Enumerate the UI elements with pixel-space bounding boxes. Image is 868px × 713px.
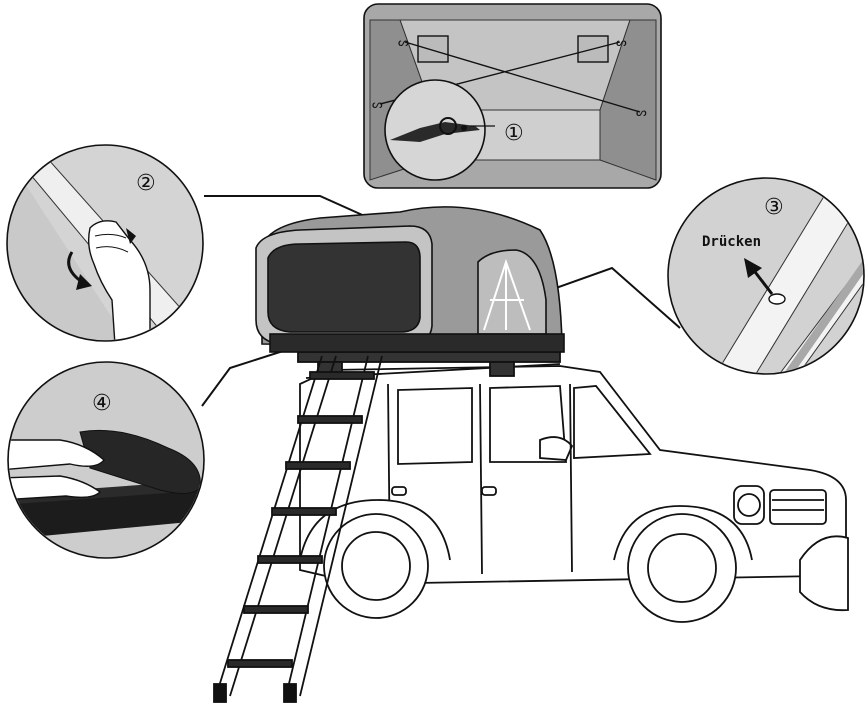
step-marker-2: ② [136,171,156,196]
inset-interior-straps: ᔕ ᔕ ᔕ ᔕ ① [364,4,661,188]
step-marker-3: ③ [764,195,784,220]
svg-text:ᔕ: ᔕ [372,97,383,111]
step-marker-1: ① [504,121,524,146]
rooftop-tent [256,207,564,352]
svg-text:ᔕ: ᔕ [616,35,627,49]
svg-text:ᔕ: ᔕ [398,35,409,49]
inset-press-button: Drücken ③ [668,170,868,400]
step-marker-4: ④ [92,391,112,416]
inset-zipper-pull: ② [0,145,210,345]
svg-text:ᔕ: ᔕ [636,105,647,119]
vehicle-illustration [298,352,848,622]
press-label: Drücken [702,234,761,250]
inset-fold-cover: ④ [0,362,210,558]
